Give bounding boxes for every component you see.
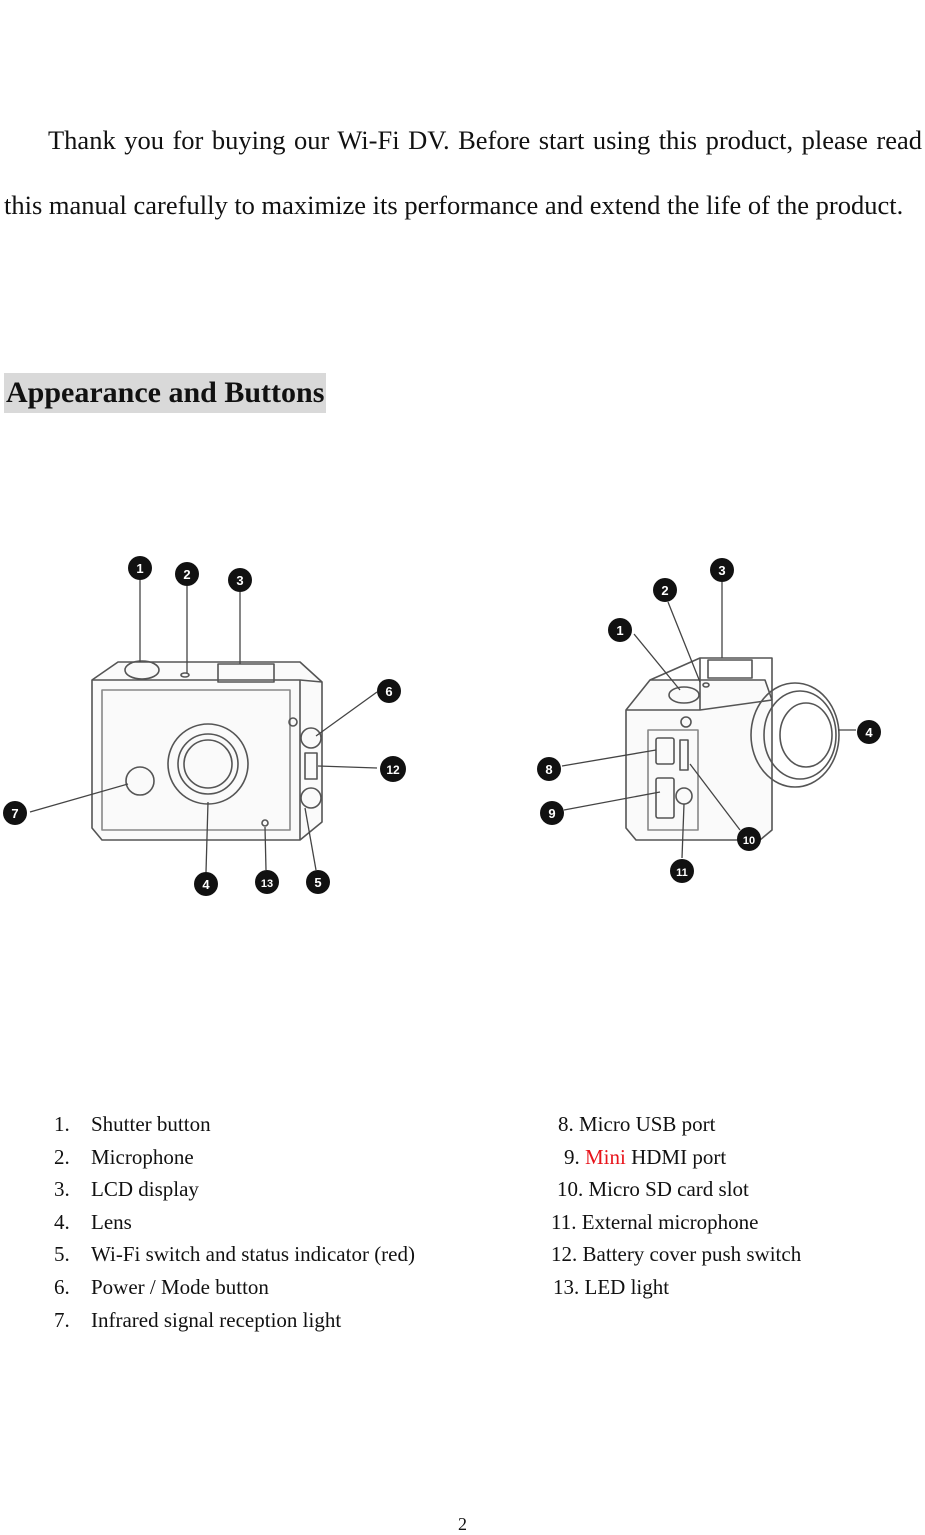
camera-diagram: 1 2 3 6 12 7 4 13 5 3 2 1 4 8 9 10 11 — [3, 556, 881, 896]
parts-list-left: 1.Shutter button 2.Microphone 3.LCD disp… — [54, 1108, 415, 1336]
marker-13-left: 13 — [255, 870, 279, 894]
marker-10-right: 10 — [737, 827, 761, 851]
marker-11-right: 11 — [670, 859, 694, 883]
mini-red-text: Mini — [585, 1144, 626, 1169]
svg-text:3: 3 — [236, 573, 243, 588]
list-item: 1.Shutter button — [54, 1112, 211, 1136]
marker-1-left: 1 — [128, 556, 152, 580]
marker-3-left: 3 — [228, 568, 252, 592]
list-item: 2.Microphone — [54, 1144, 194, 1169]
svg-text:11: 11 — [676, 867, 688, 879]
svg-text:12: 12 — [386, 763, 400, 777]
svg-text:10: 10 — [743, 835, 755, 847]
intro-text: Thank you for buying our Wi-Fi DV. Befor… — [4, 125, 922, 220]
marker-1-right: 1 — [608, 618, 632, 642]
list-item: 12. Battery cover push switch — [551, 1242, 802, 1267]
svg-text:4: 4 — [865, 725, 873, 740]
list-item: 4.Lens — [54, 1209, 132, 1234]
parts-list-right: 8. Micro USB port 9. Mini HDMI port 10. … — [551, 1108, 801, 1304]
marker-2-left: 2 — [175, 562, 199, 586]
svg-text:5: 5 — [314, 875, 321, 890]
svg-text:1: 1 — [616, 623, 623, 638]
marker-9-right: 9 — [540, 801, 564, 825]
camera-front-illustration — [91, 660, 323, 841]
svg-text:4: 4 — [202, 877, 210, 892]
svg-text:3: 3 — [718, 563, 725, 578]
list-item: 3.LCD display — [54, 1177, 199, 1202]
svg-text:2: 2 — [661, 583, 668, 598]
marker-4-left: 4 — [194, 872, 218, 896]
list-item: 9. Mini HDMI port — [564, 1144, 727, 1169]
callout-lines — [29, 580, 856, 873]
list-item: 10. Micro SD card slot — [557, 1177, 749, 1202]
list-item: 7.Infrared signal reception light — [54, 1307, 342, 1332]
marker-4-right: 4 — [857, 720, 881, 744]
list-item: 8. Micro USB port — [558, 1112, 716, 1136]
svg-text:8: 8 — [545, 762, 552, 777]
svg-text:6: 6 — [385, 684, 392, 699]
list-item: 13. LED light — [553, 1274, 670, 1299]
svg-text:1: 1 — [136, 561, 143, 576]
marker-8-right: 8 — [537, 757, 561, 781]
marker-3-right: 3 — [710, 558, 734, 582]
marker-6-left: 6 — [377, 679, 401, 703]
marker-12-left: 12 — [380, 756, 406, 782]
section-heading: Appearance and Buttons — [4, 373, 327, 413]
list-item: 11. External microphone — [551, 1209, 759, 1234]
svg-text:7: 7 — [11, 806, 18, 821]
list-item: 5.Wi-Fi switch and status indicator (red… — [54, 1242, 415, 1267]
svg-text:13: 13 — [261, 878, 273, 890]
page-number: 2 — [458, 1514, 467, 1534]
list-item: 6.Power / Mode button — [54, 1274, 269, 1299]
camera-side-illustration — [625, 657, 840, 841]
intro-paragraph: Thank you for buying our Wi-Fi DV. Befor… — [4, 108, 922, 238]
svg-text:9: 9 — [548, 806, 555, 821]
marker-5-left: 5 — [306, 870, 330, 894]
marker-2-right: 2 — [653, 578, 677, 602]
marker-7-left: 7 — [3, 801, 27, 825]
svg-text:2: 2 — [183, 567, 190, 582]
